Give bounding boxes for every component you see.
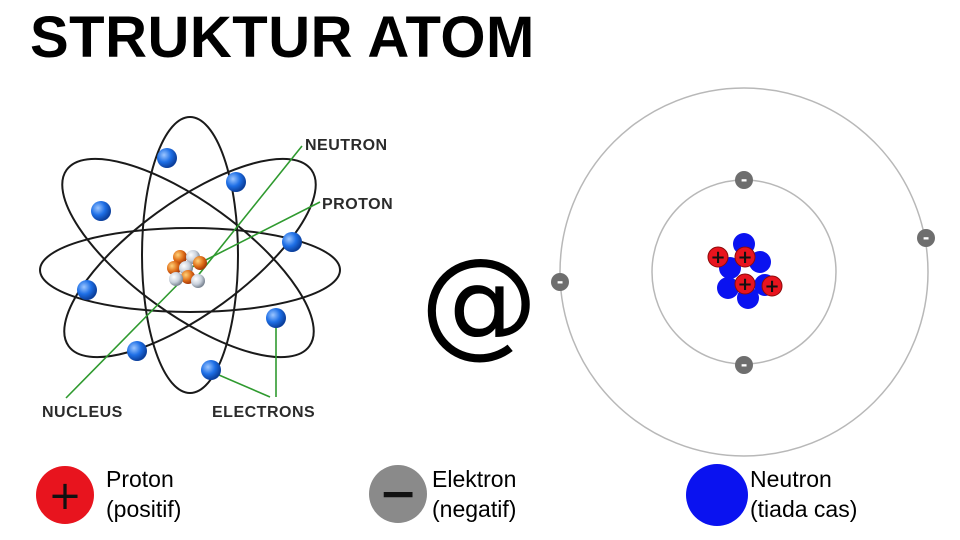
orbit-vertical	[141, 116, 239, 394]
legend-electron-desc: (negatif)	[432, 496, 517, 522]
proton: +	[734, 246, 756, 268]
legend-proton-desc: (positif)	[106, 496, 182, 522]
neutron	[717, 277, 739, 299]
bohr-electrons: - - - -	[551, 170, 935, 374]
label-nucleus: NUCLEUS	[42, 404, 123, 421]
legend-electron-name: Elektron	[432, 466, 517, 492]
svg-text:+: +	[710, 247, 725, 268]
nucleus-neutron	[191, 274, 205, 288]
separator-symbol: @	[420, 232, 538, 370]
legend-neutron-name: Neutron	[750, 466, 832, 492]
pointer-nucleus	[65, 275, 187, 399]
svg-text:−: −	[379, 466, 418, 520]
nucleus-proton	[193, 256, 207, 270]
label-proton: PROTON	[322, 196, 393, 213]
nucleus-proton	[173, 250, 187, 264]
svg-text:-: -	[741, 170, 748, 189]
proton: +	[707, 246, 729, 268]
bohr-nucleus: + + + +	[707, 233, 783, 309]
electron	[77, 280, 97, 300]
electron: -	[735, 170, 753, 189]
legend-electron-symbol: −	[369, 465, 427, 523]
legend-proton: Proton (positif)	[106, 464, 181, 524]
bohr-orbits	[559, 87, 929, 457]
nucleus-proton	[167, 261, 181, 275]
svg-text:-: -	[741, 355, 748, 374]
electron	[127, 341, 147, 361]
legend-neutron-symbol	[686, 464, 748, 526]
electron: -	[551, 272, 569, 291]
svg-text:+: +	[737, 247, 752, 268]
classic-nucleus	[167, 250, 207, 288]
electron	[266, 308, 286, 328]
pointer-electrons-b	[211, 371, 271, 398]
svg-text:+: +	[737, 274, 752, 295]
electron: -	[917, 228, 935, 247]
svg-text:+: +	[48, 473, 82, 519]
page-title: STRUKTUR ATOM	[30, 5, 535, 70]
electron: -	[735, 355, 753, 374]
label-neutron: NEUTRON	[305, 137, 388, 154]
legend-proton-symbol: +	[36, 466, 94, 524]
orbit-inner	[651, 179, 837, 365]
svg-text:-: -	[923, 228, 930, 247]
classic-atom: NEUTRON PROTON NUCLEUS ELECTRONS	[39, 116, 393, 421]
legend-proton-name: Proton	[106, 466, 174, 492]
classic-orbits	[39, 116, 341, 394]
svg-text:-: -	[557, 272, 564, 291]
pointer-proton	[189, 201, 321, 269]
electron	[201, 360, 221, 380]
electron	[226, 172, 246, 192]
pointer-lines	[65, 145, 321, 399]
classic-electrons	[77, 148, 302, 380]
bohr-model: + + + + - -	[551, 87, 935, 457]
nucleus-neutron	[169, 272, 183, 286]
orbit-outer	[559, 87, 929, 457]
orbit-horizontal	[39, 227, 341, 313]
legend-neutron: Neutron (tiada cas)	[750, 464, 857, 524]
orbit-tilt-left	[61, 157, 315, 359]
electron	[91, 201, 111, 221]
pointer-neutron	[195, 145, 303, 279]
electron	[282, 232, 302, 252]
proton: +	[734, 273, 756, 295]
svg-text:+: +	[764, 276, 779, 297]
legend-electron: Elektron (negatif)	[432, 464, 516, 524]
orbit-tilt-right	[63, 157, 317, 359]
legend-neutron-desc: (tiada cas)	[750, 496, 858, 522]
electron	[157, 148, 177, 168]
label-electrons: ELECTRONS	[212, 404, 315, 421]
proton: +	[761, 275, 783, 297]
